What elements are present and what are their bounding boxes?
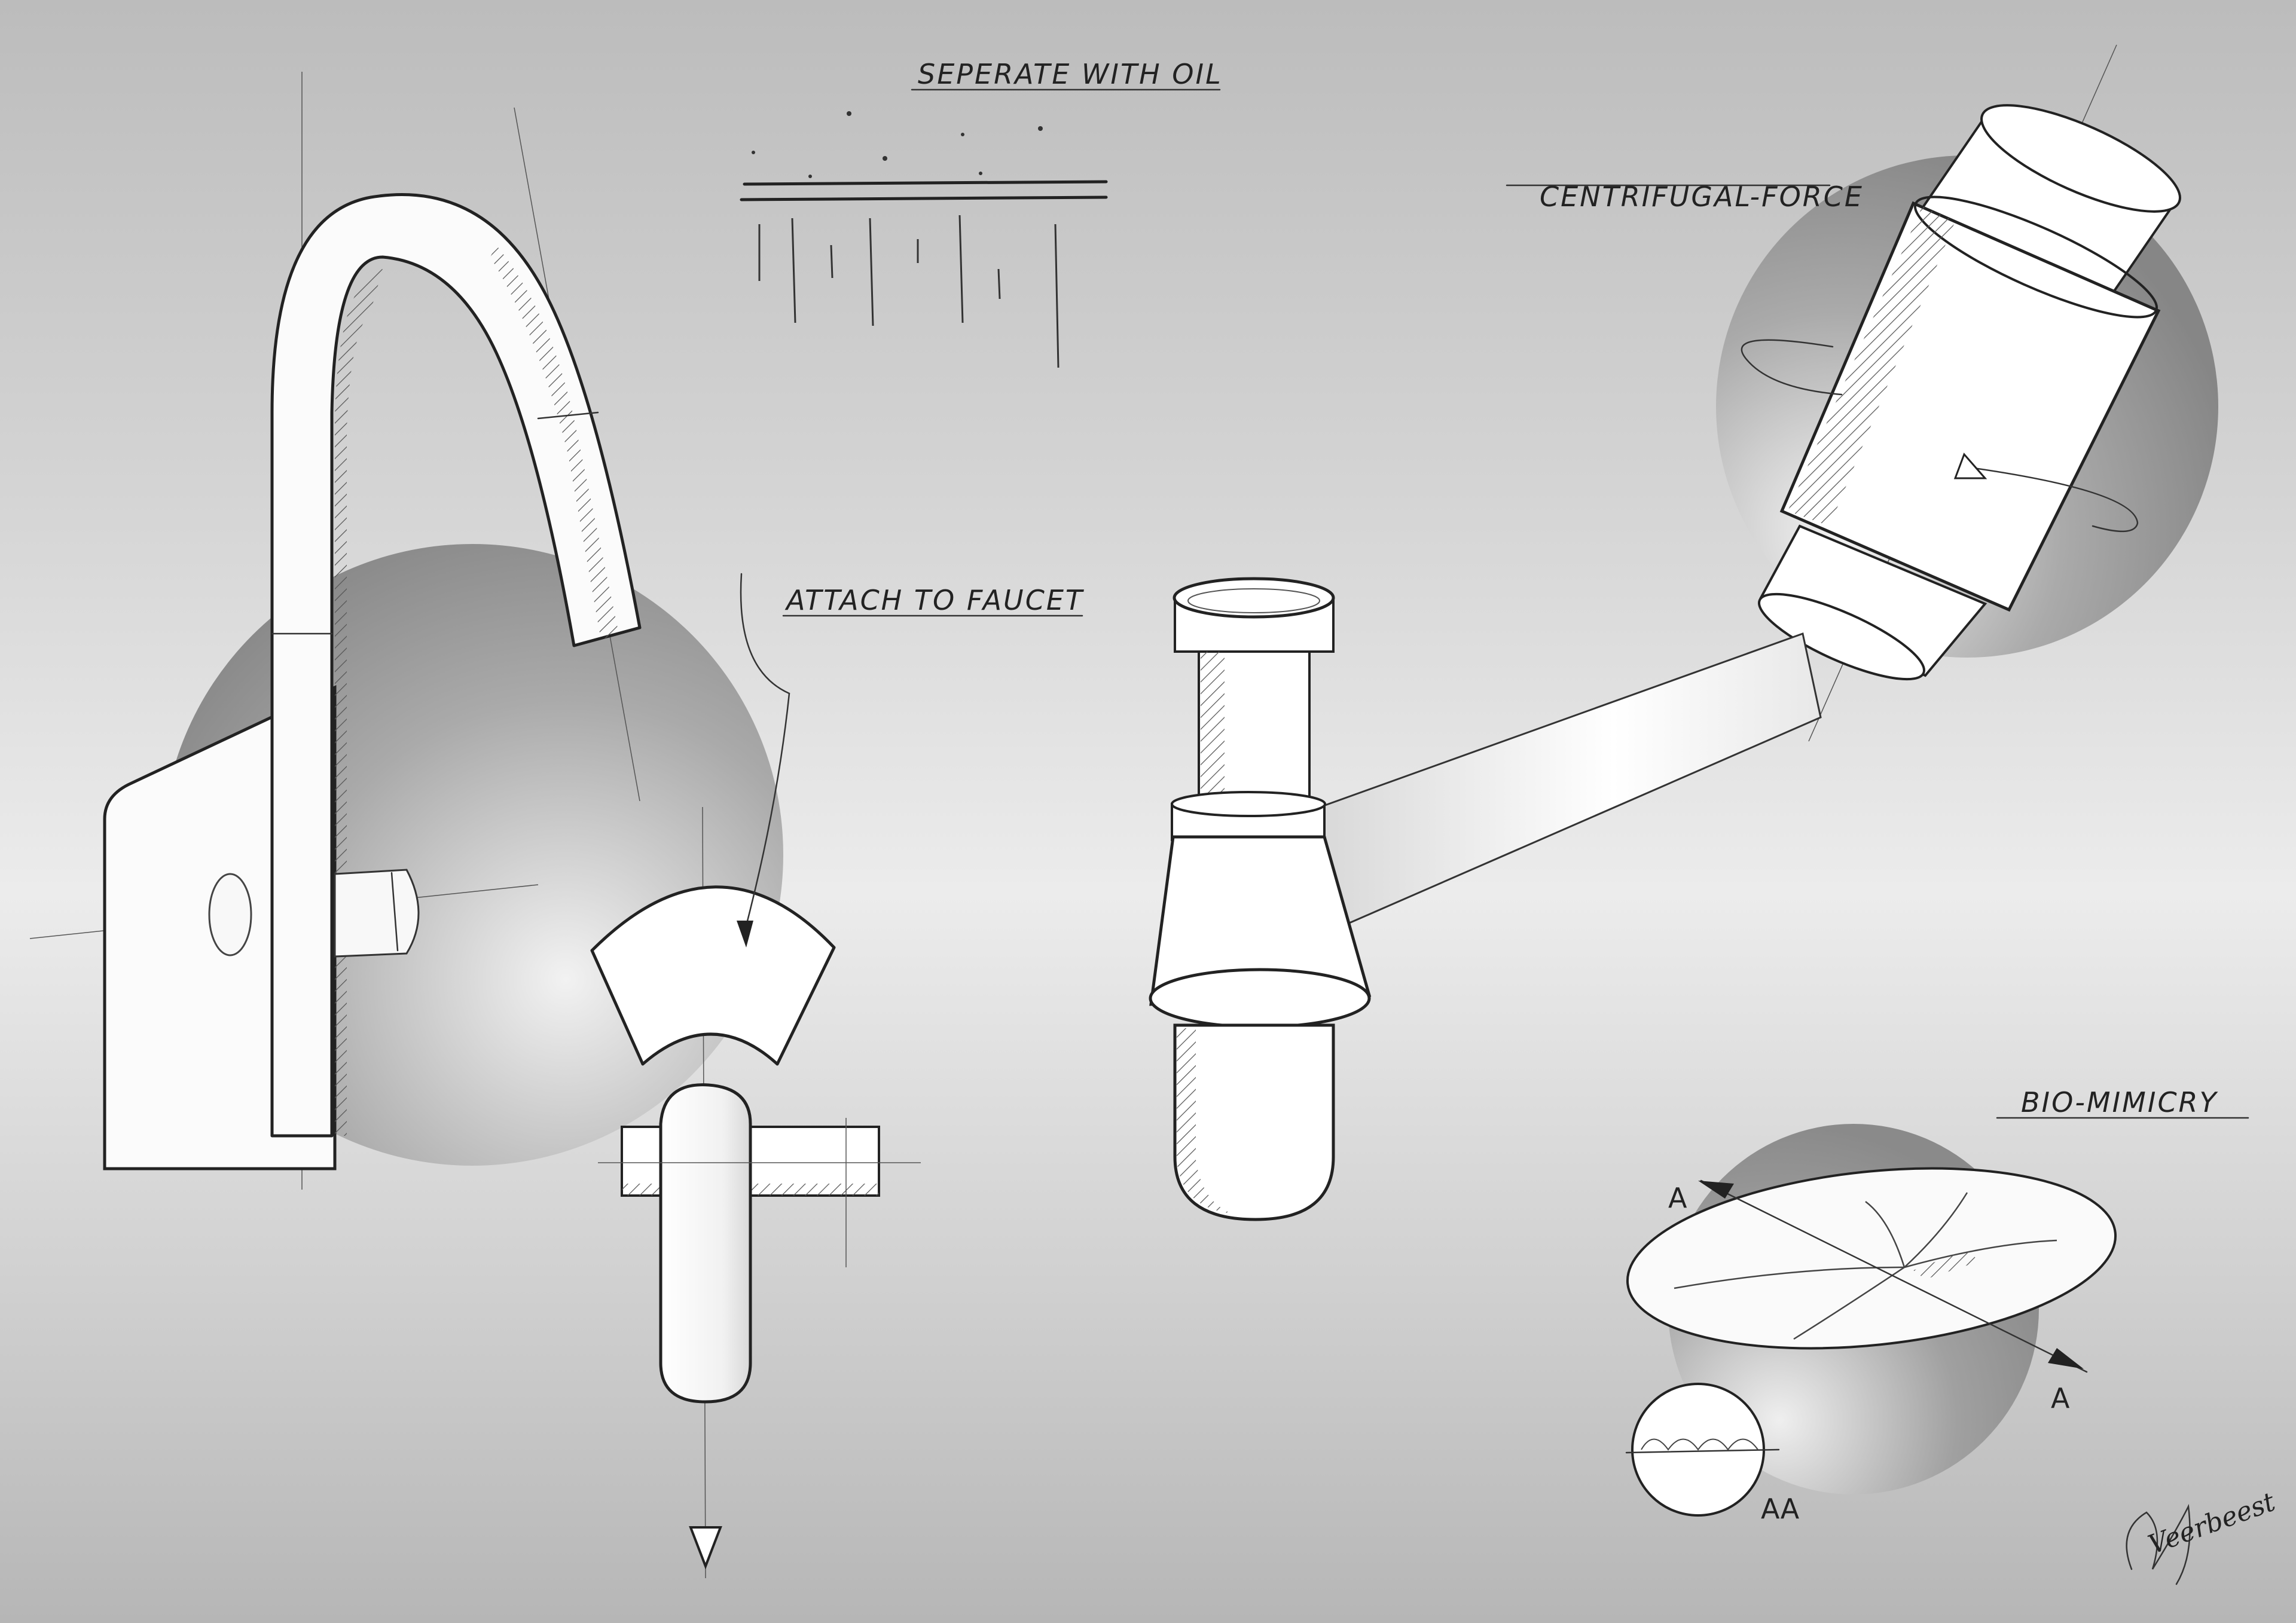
leaf-veins [1674,1192,2057,1340]
cylinder-hatch [1788,206,1955,526]
section-arrow-head-icon [2048,1348,2084,1369]
oil-layer-top [743,180,1108,186]
biomimicry-sketch: BIO-MIMICRY A A AA [1625,1086,2249,1525]
attachment-detail: ATTACH TO FAUCET [590,573,1085,1579]
trap-bottle [1173,1023,1335,1221]
leaf-disc [1626,1167,2117,1350]
trap-collar-rim [1171,791,1326,817]
oil-layer-bottom [740,195,1108,201]
oil-separation-sketch: SEPERATE WITH OIL [740,58,1223,368]
cylinder-top-end [1980,104,2181,213]
faucet-spout [270,193,642,1138]
trap-top-inner [1187,588,1320,613]
leaf-vein-hatch [1913,1249,1979,1279]
centrifugal-sketch: CENTRIFUGAL-FORCE [1506,44,2218,742]
arrow-head-icon [737,921,753,947]
section-aa-label: AA [1761,1493,1800,1525]
oil-particles [752,111,1043,178]
rotation-arrow [1741,339,1843,396]
seperate-label: SEPERATE WITH OIL [918,58,1223,90]
trap-top-rim [1173,577,1335,619]
spout-seam [537,411,599,420]
faucet-clip [590,885,836,1066]
rotation-arrow [1960,465,2139,533]
section-surface-line [1625,1448,1780,1454]
micro-texture [1641,1438,1758,1451]
section-arrow-head-icon [1698,1181,1734,1199]
section-a-top-label: A [1668,1182,1687,1214]
biomimicry-label: BIO-MIMICRY [2021,1086,2219,1118]
sink-trap-sketch [1149,577,1372,1221]
rotation-arrow-head-icon [1953,453,1987,479]
attachment-pipe [659,1083,752,1404]
attach-label: ATTACH TO FAUCET [784,584,1085,616]
water-drips [758,215,1060,368]
cylinder-bottom-end [1758,592,1925,681]
faucet-handle-left [208,873,252,956]
faucet-spout-hatch-right [490,245,619,640]
cylinder-body [1779,201,2161,612]
faucet-sketch [29,72,783,1190]
faucet-handle [334,869,420,958]
section-line [1700,1179,2088,1373]
attach-arrow [740,573,790,934]
signature: Veerbeest [2126,1487,2279,1585]
cylinder-upper-rim [1913,195,2158,319]
section-a-bottom-label: A [2051,1382,2070,1414]
signature-text: Veerbeest [2144,1487,2279,1561]
down-arrow-icon [689,1526,722,1570]
trap-bottle-hatch [1177,1028,1232,1214]
cylinder-bottom-cap [1759,524,1987,677]
signature-mark [2126,1503,2191,1585]
connection-beam [1302,632,1822,934]
trap-cone-rim [1149,968,1371,1029]
handle-ring [390,872,399,952]
